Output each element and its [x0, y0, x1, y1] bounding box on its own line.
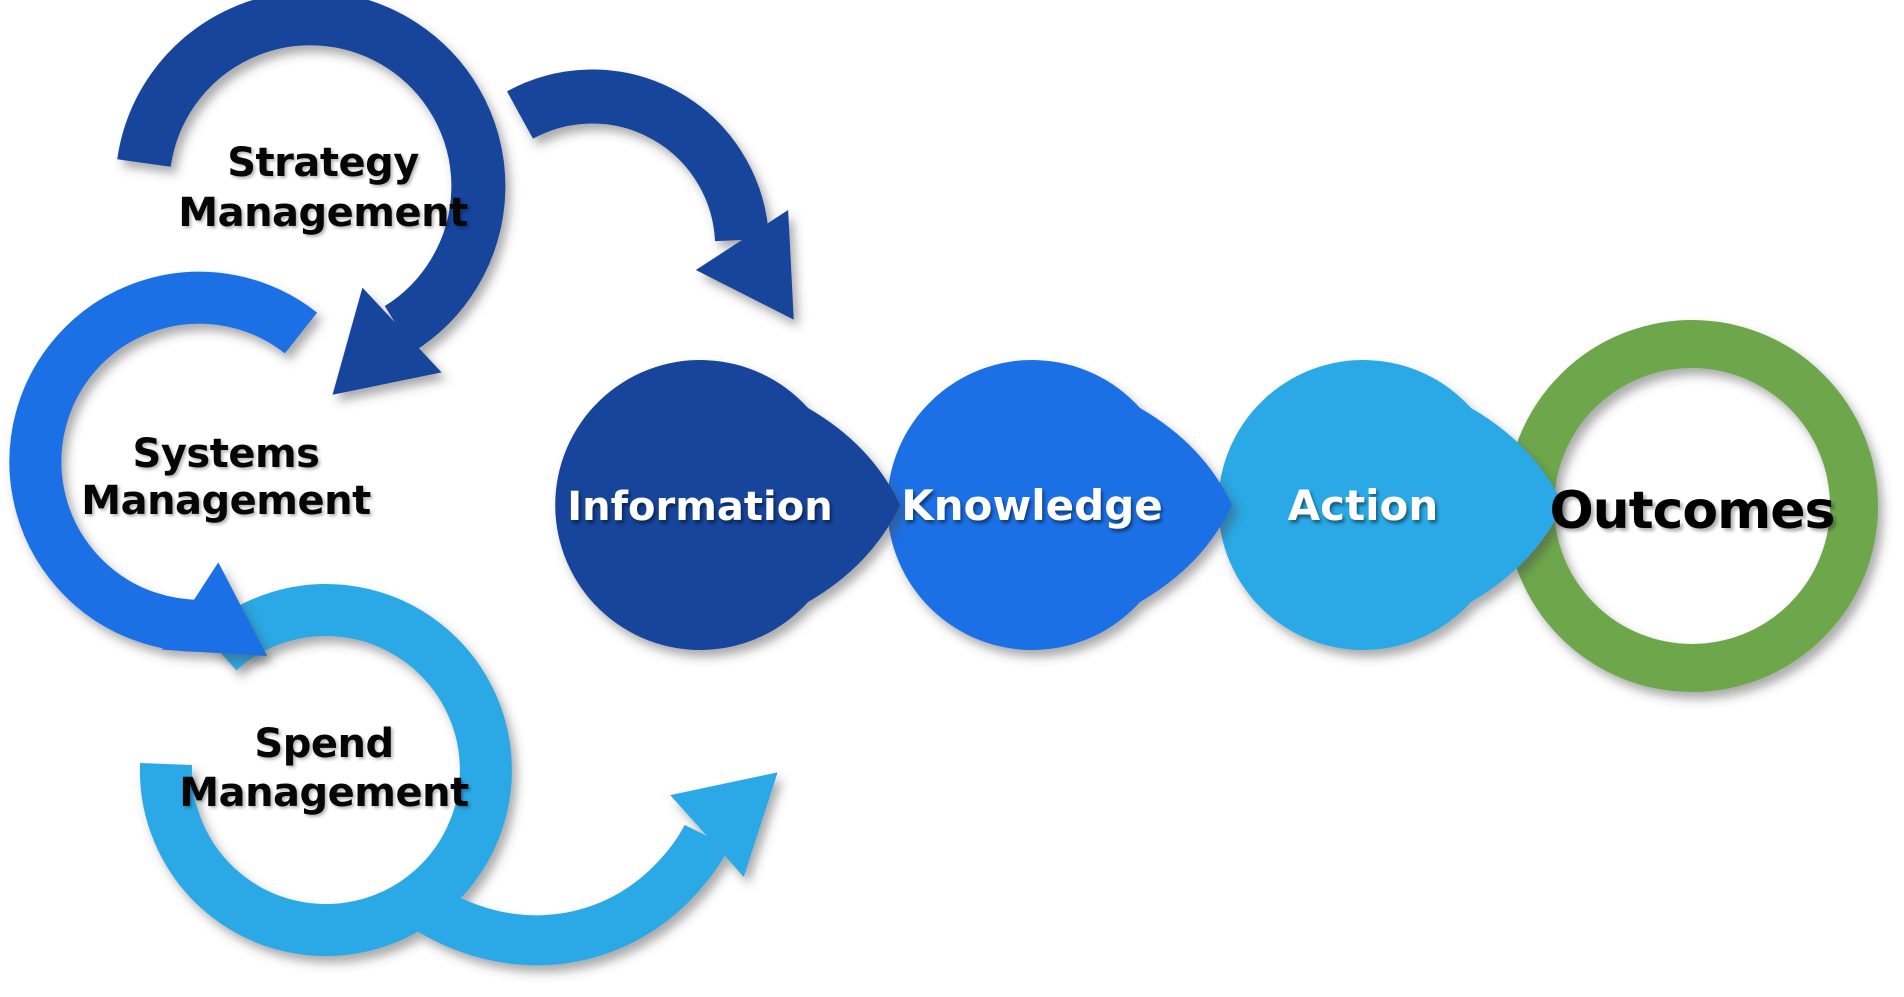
spend-swoosh-arrow-shaft — [400, 824, 730, 966]
knowledge-teardrop-arrow — [887, 360, 1232, 650]
systems-label-line1: Systems — [133, 431, 320, 477]
knowledge-label: Knowledge — [901, 481, 1163, 530]
spend-label-line2: Management — [179, 770, 469, 816]
systems-cycle-ring — [9, 271, 318, 652]
systems-management-cycle — [9, 271, 318, 657]
spend-cycle-ring — [139, 584, 512, 957]
strategy-management-cycle — [117, 0, 794, 395]
information-label: Information — [567, 484, 832, 530]
spend-arrowhead-icon — [670, 772, 778, 877]
strategy-swoosh-arrowhead-icon — [695, 210, 794, 320]
strategy-label-line1: Strategy — [227, 140, 419, 186]
spend-management-cycle — [139, 584, 778, 966]
systems-arrowhead-icon — [161, 562, 268, 657]
action-label: Action — [1288, 481, 1439, 530]
strategy-cycle-ring — [117, 0, 506, 352]
systems-label-line2: Management — [81, 478, 371, 524]
information-teardrop-arrow — [555, 360, 900, 650]
action-teardrop-arrow — [1218, 360, 1563, 651]
spend-label-line1: Spend — [254, 721, 393, 767]
strategy-arrowhead-icon — [332, 287, 442, 395]
strategy-swoosh-arrow-shaft — [507, 69, 769, 242]
strategy-label-line2: Management — [178, 190, 468, 236]
outcomes-label: Outcomes — [1549, 481, 1834, 541]
